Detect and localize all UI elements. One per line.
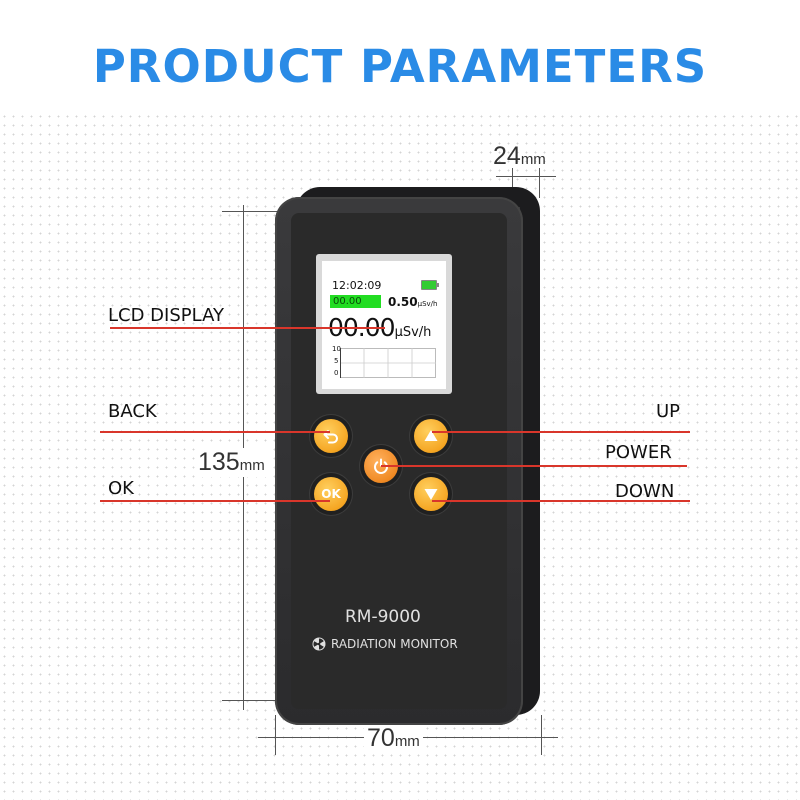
radiation-icon xyxy=(312,637,326,651)
height-dimension-label: 135mm xyxy=(196,448,267,477)
up-button[interactable] xyxy=(414,419,448,453)
height-dim-tick-top xyxy=(222,211,282,212)
depth-dim-tick-right xyxy=(539,168,540,198)
back-arrow-icon xyxy=(323,430,338,444)
callout-back: BACK xyxy=(108,401,157,422)
lcd-axis-label-mid: 5 xyxy=(334,357,339,365)
down-triangle-icon xyxy=(424,489,438,500)
model-name: RM-9000 xyxy=(345,607,421,627)
callout-lcd-display: LCD DISPLAY xyxy=(108,305,224,326)
ok-button-label: OK xyxy=(321,487,341,501)
lcd-axis-label-top: 10 xyxy=(332,345,341,353)
down-button[interactable] xyxy=(414,477,448,511)
lcd-dose-rate: 0.50μSv/h xyxy=(388,295,437,309)
page-title: PRODUCT PARAMETERS xyxy=(92,40,708,93)
callout-line-power xyxy=(381,465,687,467)
callout-line-lcd-display xyxy=(110,327,385,329)
up-triangle-icon xyxy=(424,430,438,441)
callout-down: DOWN xyxy=(615,481,675,502)
depth-unit: mm xyxy=(520,151,546,168)
depth-dimension-label: 24mm xyxy=(493,142,546,171)
lcd-history-graph xyxy=(340,348,436,378)
width-dimension-label: 70mm xyxy=(364,724,423,753)
callout-ok: OK xyxy=(108,478,134,499)
lcd-axis-label-bottom: 0 xyxy=(334,369,339,377)
lcd-time: 12:02:09 xyxy=(332,279,382,292)
callout-power: POWER xyxy=(605,442,672,463)
height-dim-tick-bottom xyxy=(222,700,277,701)
product-name: RADIATION MONITOR xyxy=(331,637,458,651)
back-button[interactable] xyxy=(314,419,348,453)
width-value: 70 xyxy=(367,724,395,752)
product-name-row: RADIATION MONITOR xyxy=(312,637,458,651)
depth-dim-tick-left xyxy=(512,168,513,198)
width-dim-tick-right xyxy=(541,715,542,755)
battery-icon xyxy=(421,280,439,290)
height-value: 135 xyxy=(198,448,240,476)
callout-up: UP xyxy=(656,401,681,422)
width-dim-tick-left xyxy=(275,715,276,755)
depth-dim-line xyxy=(496,176,556,177)
depth-value: 24 xyxy=(493,142,521,170)
lcd-cumulative-reading: 00.00 xyxy=(330,295,381,308)
lcd-main-unit: μSv/h xyxy=(394,325,432,340)
callout-line-down xyxy=(432,500,690,502)
lcd-screen: 12:02:09 00.00 0.50μSv/h 00.00μSv/h 10 5… xyxy=(322,261,446,389)
lcd-dose-rate-value: 0.50 xyxy=(388,295,418,309)
callout-line-up xyxy=(432,431,690,433)
callout-line-ok xyxy=(100,500,330,502)
lcd-dose-rate-unit: μSv/h xyxy=(417,300,438,308)
callout-line-back xyxy=(100,431,330,433)
width-unit: mm xyxy=(394,733,420,750)
ok-button[interactable]: OK xyxy=(314,477,348,511)
height-unit: mm xyxy=(239,457,265,474)
